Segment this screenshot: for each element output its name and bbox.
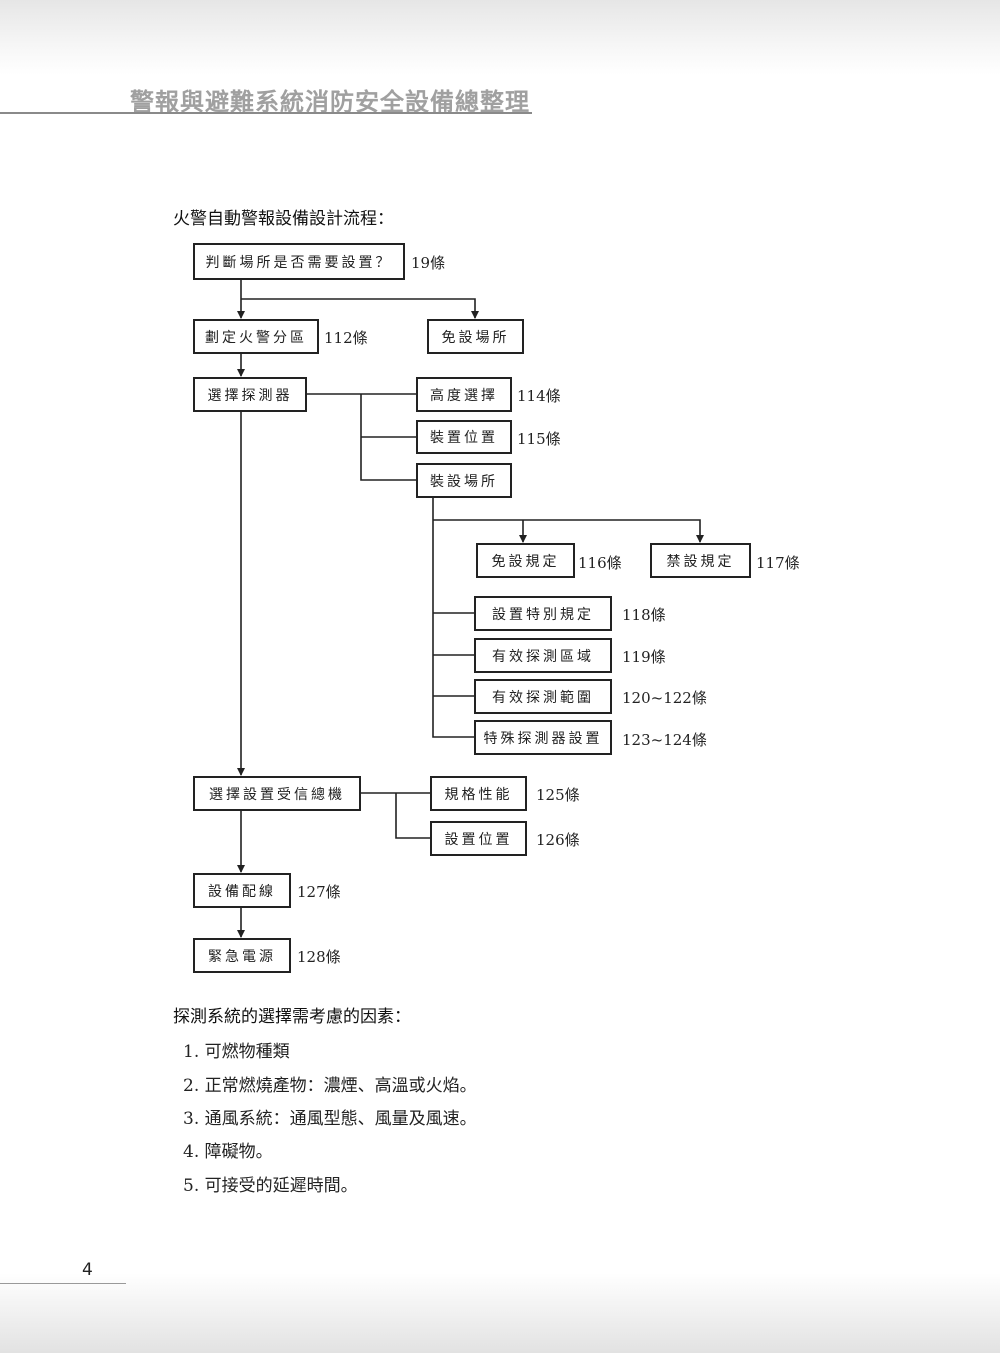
factors-heading: 探測系統的選擇需考慮的因素： [173,1007,411,1027]
ref-article: 127條 [297,883,341,901]
factor-item: 3. 通風系統：通風型態、風量及風速。 [183,1109,477,1129]
ref-article: 115條 [517,430,561,448]
factor-item: 2. 正常燃燒產物：濃煙、高溫或火焰。 [183,1076,477,1096]
ref-article: 116條 [578,554,622,572]
ref-article: 119條 [622,648,666,666]
footer-rule [0,1283,126,1284]
ref-article: 123~124條 [622,731,707,749]
flow-box-spec-performance: 規格性能 [430,776,527,811]
ref-article: 117條 [756,554,800,572]
flowchart-heading: 火警自動警報設備設計流程： [173,209,394,229]
flow-box-exempt-rules: 免設規定 [476,543,575,578]
ref-article: 114條 [517,387,561,405]
ref-article: 126條 [536,831,580,849]
ref-article: 112條 [324,329,368,347]
flow-box-effective-area: 有效探測區域 [474,638,612,673]
flow-box-special-detector: 特殊探測器設置 [474,720,612,755]
page-number: 4 [82,1260,93,1280]
factor-item: 4. 障礙物。 [183,1142,273,1162]
ref-article: 128條 [297,948,341,966]
factor-item: 1. 可燃物種類 [183,1042,290,1062]
header-background [0,0,1000,75]
header-rule [0,112,532,114]
flow-box-device-position: 裝置位置 [416,420,512,454]
flow-box-emergency-power: 緊急電源 [193,938,291,973]
flow-box-need-installation: 判斷場所是否需要設置？ [193,243,405,280]
flow-box-panel-position: 設置位置 [430,821,527,856]
ref-article: 19條 [411,254,446,272]
running-header-title: 警報與避難系統消防安全設備總整理 [130,87,530,116]
flow-box-special-rules: 設置特別規定 [474,596,612,631]
flow-box-select-detector: 選擇探測器 [193,377,307,412]
factor-item: 5. 可接受的延遲時間。 [183,1176,358,1196]
footer-background [0,1273,1000,1353]
ref-article: 120~122條 [622,689,707,707]
flow-box-control-panel: 選擇設置受信總機 [193,776,361,811]
ref-article: 118條 [622,606,666,624]
flow-box-zone-division: 劃定火警分區 [193,319,319,354]
ref-article: 125條 [536,786,580,804]
flow-box-wiring: 設備配線 [193,873,291,908]
flow-box-effective-range: 有效探測範圍 [474,679,612,714]
flow-box-prohibited-rules: 禁設規定 [650,543,751,578]
flow-box-install-place: 裝設場所 [416,463,512,498]
flow-box-height-selection: 高度選擇 [416,377,512,412]
flow-box-exempt-place: 免設場所 [427,319,524,354]
